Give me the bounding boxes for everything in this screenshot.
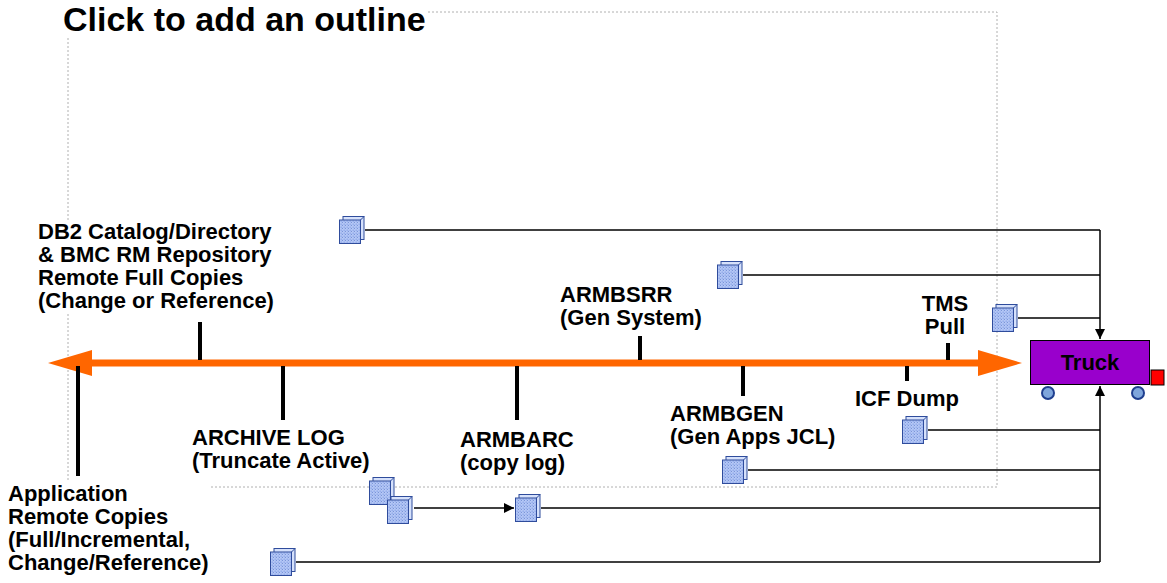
timeline-bar: [88, 360, 982, 367]
feed-lines: [296, 230, 1100, 562]
tick-mark: [638, 336, 642, 360]
feed-line: [928, 429, 1100, 431]
placeholder-title: Click to add an outline: [63, 0, 426, 38]
tick-mark: [905, 366, 909, 381]
tape-icon: [718, 262, 743, 289]
tape-icon: [723, 457, 748, 484]
node-label: Truck: [1061, 350, 1120, 376]
tape-icon: [388, 497, 413, 524]
step-label: ICF Dump: [855, 387, 959, 410]
tape-icon: [993, 305, 1018, 332]
feed-line: [541, 507, 1100, 509]
step-label: ARCHIVE LOG (Truncate Active): [192, 426, 371, 472]
feed-line: [743, 274, 1100, 276]
tape-icon: [340, 217, 365, 244]
step-label: ARMBARC (copy log): [460, 428, 575, 474]
feed-line: [365, 229, 1100, 231]
copy-arrow: [414, 507, 514, 509]
feed-line: [748, 469, 1100, 471]
feed-arrow: [1099, 230, 1101, 339]
tape-icon: [903, 417, 928, 444]
truck-light: [1151, 370, 1164, 385]
timeline-head: [48, 350, 92, 376]
feed-line: [296, 561, 1100, 563]
truck-wheel: [1132, 387, 1144, 399]
tape-icon: [271, 549, 296, 576]
truck-wheel: [1042, 387, 1054, 399]
step-label: Application Remote Copies (Full/Incremen…: [8, 482, 210, 574]
tick-mark: [946, 343, 950, 360]
tick-mark: [281, 366, 285, 420]
feed-line: [1018, 317, 1100, 319]
step-label: DB2 Catalog/Directory & BMC RM Repositor…: [38, 220, 275, 312]
truck-box: Truck: [1030, 340, 1150, 385]
tick-mark: [741, 366, 745, 396]
step-label: ARMBGEN (Gen Apps JCL): [670, 402, 836, 448]
step-label: TMS Pull: [921, 292, 968, 338]
tick-mark: [515, 366, 519, 420]
tick-mark: [76, 366, 80, 476]
tick-mark: [198, 322, 202, 360]
feed-arrow: [1099, 386, 1101, 562]
timeline-head: [978, 350, 1022, 376]
tick-marks: [78, 322, 948, 476]
tape-icon: [516, 495, 541, 522]
step-label: ARMBSRR (Gen System): [560, 283, 703, 329]
